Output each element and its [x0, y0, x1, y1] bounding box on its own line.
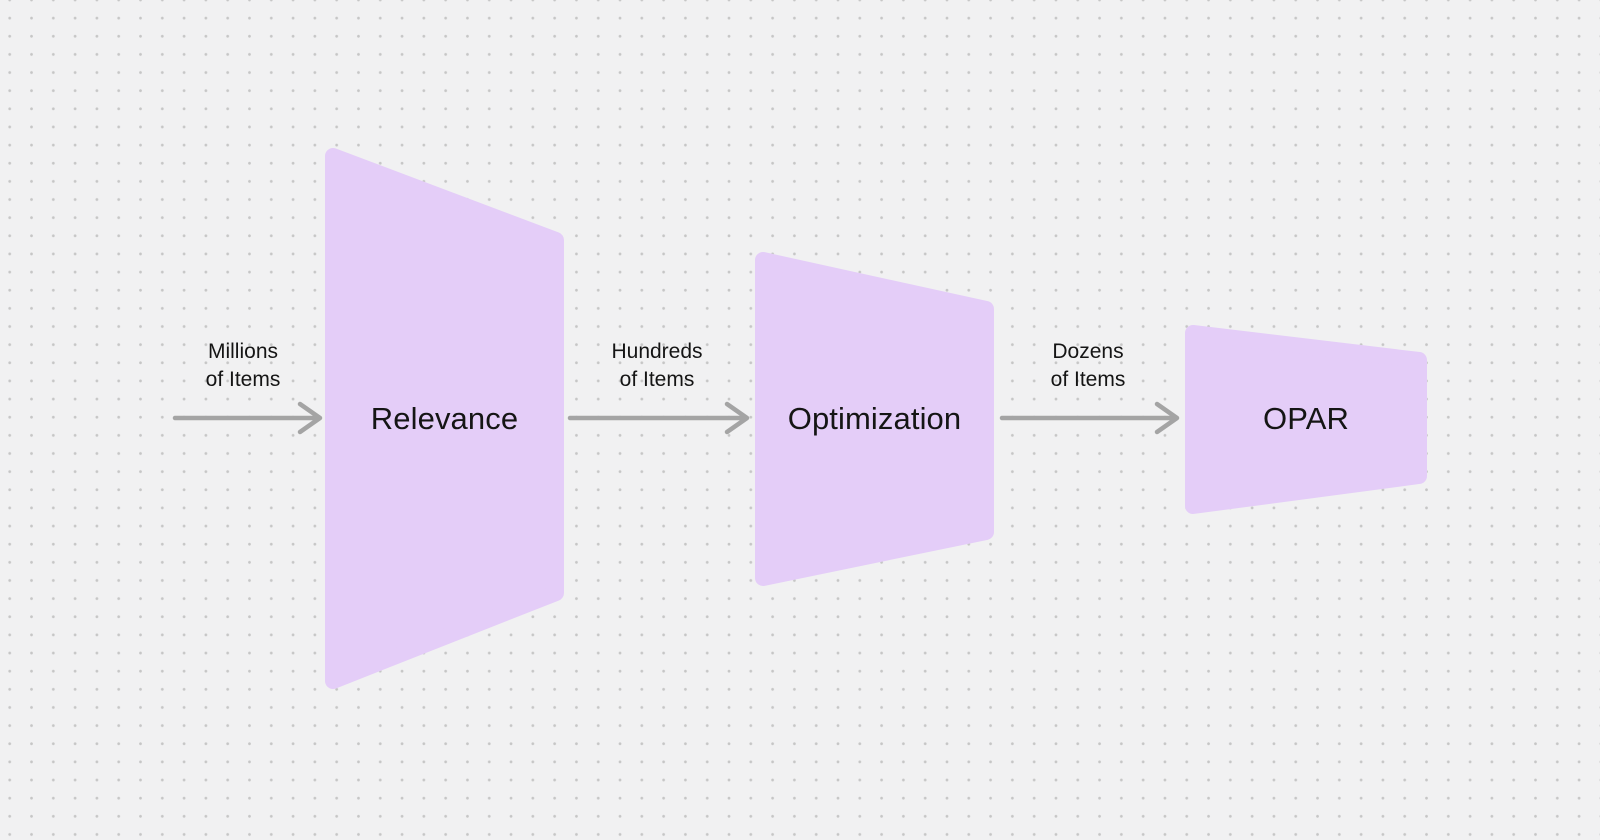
flow-label-line: of Items — [205, 368, 281, 391]
stage-shape-opar[interactable] — [1185, 325, 1427, 514]
flow-label-line: Dozens — [1052, 340, 1124, 363]
flow-label-line: of Items — [619, 368, 695, 391]
flow-label-millions-of-items: Millions of Items — [133, 338, 353, 394]
stage-title-optimization: Optimization — [787, 401, 962, 436]
flow-label-line: Hundreds — [611, 340, 703, 363]
flow-label-line: Millions — [207, 340, 278, 363]
flow-arrow-2[interactable] — [567, 401, 750, 435]
stage-shape-optimization[interactable] — [755, 252, 994, 586]
flow-arrow-3[interactable] — [999, 401, 1180, 435]
stage-title-opar: OPAR — [1263, 401, 1349, 436]
flow-arrow-1[interactable] — [172, 401, 323, 435]
flow-label-hundreds-of-items: Hundreds of Items — [547, 338, 767, 394]
stage-shape-relevance[interactable] — [325, 148, 564, 689]
flow-label-line: of Items — [1050, 368, 1126, 391]
stage-title-relevance: Relevance — [370, 401, 519, 436]
flow-label-dozens-of-items: Dozens of Items — [978, 338, 1198, 394]
